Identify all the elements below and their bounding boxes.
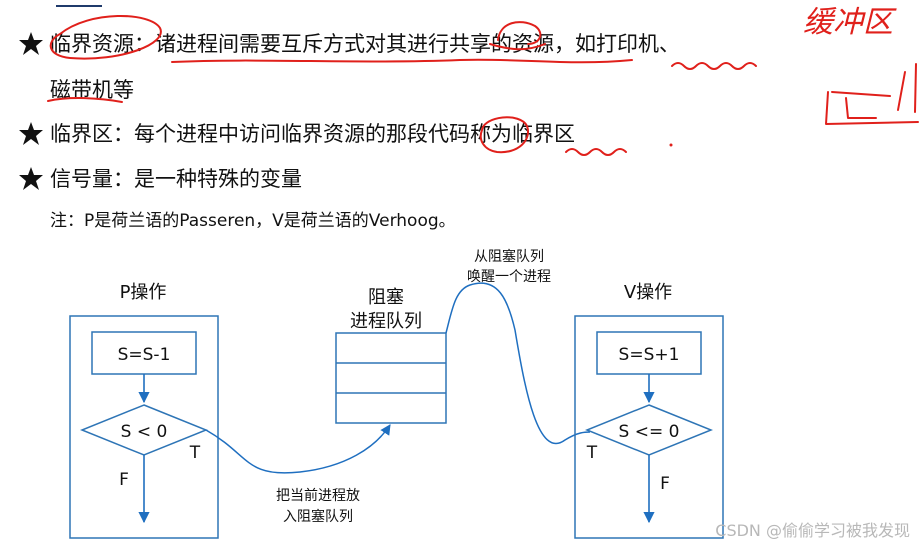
scribble-mark [489,43,546,51]
bullet-text: 临界区：每个进程中访问临界资源的那段代码称为临界区 [50,122,575,146]
star-bullet-icon [19,167,43,190]
p-op-frame [69,315,219,539]
p-op-step-text: S=S-1 [118,345,171,365]
buffer-sketch-box [825,91,919,125]
v-op-frame [574,315,724,539]
to-queue-connector [205,424,391,474]
to-queue-label-line2: 入阻塞队列 [283,508,353,525]
p-op-false-label: F [119,470,129,490]
scribble-mark [497,21,542,45]
handwritten-buffer-word: 缓冲区 [803,5,897,40]
v-op-true-label: T [586,443,598,463]
queue-title-line2: 进程队列 [350,311,422,332]
red-annotations [47,14,919,156]
top-strip-decoration [56,0,102,7]
blocked-queue-box [335,332,447,424]
circle-mark [479,116,529,154]
underline-mark [47,97,123,103]
bullet-critical-resource: 临界资源：诸进程间需要互斥方式对其进行共享的资源，如打印机、 [18,30,680,58]
to-queue-label-line1: 把当前进程放 [276,487,360,504]
p-op-condition-text: S < 0 [121,422,168,442]
p-op-step-box [91,331,197,375]
watermark: CSDN @偷偷学习被我发现 [715,521,910,540]
underline-mark [171,58,633,64]
from-queue-label-line1: 从阻塞队列 [474,248,544,265]
buffer-sketch-box [845,97,877,119]
v-op-title: V操作 [624,282,672,303]
star-bullet-icon [19,32,43,55]
v-op-false-label: F [660,474,670,494]
bullet-critical-section: 临界区：每个进程中访问临界资源的那段代码称为临界区 [18,120,575,148]
note-text: 注：P是荷兰语的Passeren，V是荷兰语的Verhoog。 [50,211,456,231]
from-queue-label-line2: 唤醒一个进程 [467,268,551,285]
p-op-title: P操作 [120,282,167,303]
buffer-sketch-box [831,91,891,97]
v-op-step-text: S=S+1 [619,345,680,365]
bullet-text: 临界资源：诸进程间需要互斥方式对其进行共享的资源，如打印机、 [50,32,680,56]
star-bullet-icon [19,122,43,145]
wavy-underline-mark [565,148,627,156]
buffer-sketch-box [914,63,917,113]
v-op-condition-text: S <= 0 [619,422,680,442]
queue-title-line1: 阻塞 [368,287,404,308]
p-op-true-label: T [189,443,201,463]
bullet-semaphore: 信号量：是一种特殊的变量 [18,165,302,193]
buffer-sketch-box [897,71,906,111]
wavy-underline-mark [671,62,757,70]
circle-mark [49,14,162,60]
from-queue-connector [445,282,591,444]
bullet-text: 信号量：是一种特殊的变量 [50,167,302,191]
dot-mark [669,143,673,147]
